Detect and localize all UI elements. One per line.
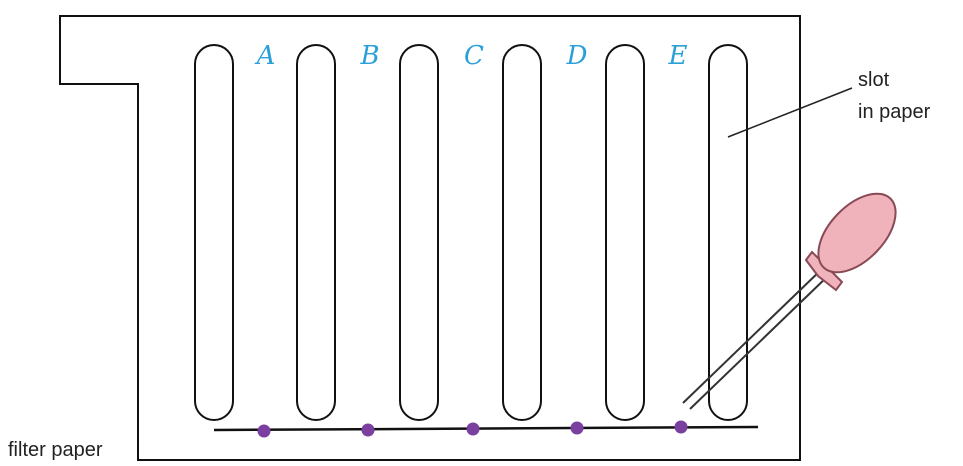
slot-2 bbox=[296, 44, 336, 421]
spot-e bbox=[674, 420, 688, 434]
filter-paper-label: filter paper bbox=[8, 439, 103, 461]
slot-3 bbox=[399, 44, 439, 421]
dropper-tube-right bbox=[689, 273, 831, 410]
slot-1 bbox=[194, 44, 234, 421]
lane-label-c: C bbox=[464, 41, 484, 71]
dropper-bulb bbox=[817, 192, 897, 274]
lane-label-b: B bbox=[359, 41, 379, 71]
slot-callout-line bbox=[727, 87, 853, 138]
lane-label-d: D bbox=[566, 41, 588, 71]
slots bbox=[194, 44, 748, 421]
slot-6 bbox=[708, 44, 748, 421]
dropper-icon bbox=[682, 192, 897, 410]
lane-label-e: E bbox=[668, 41, 688, 71]
spot-a bbox=[257, 424, 271, 438]
slot-label-line2: in paper bbox=[858, 101, 931, 123]
dropper-tube-left bbox=[682, 267, 824, 404]
sample-spots bbox=[257, 420, 688, 438]
slot-5 bbox=[605, 44, 645, 421]
slot-4 bbox=[502, 44, 542, 421]
slot-label-line1: slot bbox=[858, 69, 890, 91]
spot-d bbox=[570, 421, 584, 435]
baseline bbox=[213, 425, 759, 432]
lane-labels: A B C D E bbox=[255, 41, 688, 71]
spot-c bbox=[466, 422, 480, 436]
lane-label-a: A bbox=[255, 41, 276, 71]
dropper-collar bbox=[804, 250, 844, 292]
spot-b bbox=[361, 423, 375, 437]
